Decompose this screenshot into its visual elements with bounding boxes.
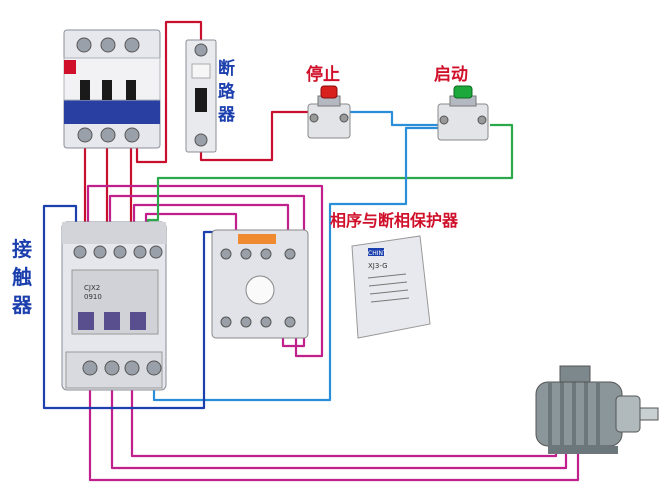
- start-button: [437, 85, 489, 141]
- label-breaker-3: 器: [217, 105, 236, 125]
- main-circuit-breaker: [63, 29, 161, 149]
- wire-breaker-feed: [135, 20, 203, 164]
- wire-start-to-protector: [152, 126, 438, 402]
- relay-socket: [211, 229, 309, 339]
- wire-coil-return: [42, 204, 222, 410]
- wires: [42, 20, 580, 482]
- label-stop: 停止: [306, 64, 340, 85]
- wire-start-hold: [146, 123, 514, 242]
- wire-breaker-to-stop: [199, 110, 310, 162]
- wire-motor-v: [110, 380, 568, 470]
- contactor-model: CJX2: [84, 284, 100, 292]
- phase-protector: CHINT XJ3-G: [351, 235, 431, 339]
- label-protector: 相序与断相保护器: [330, 211, 459, 230]
- label-breaker-1: 断: [218, 58, 235, 79]
- wire-protector-a: [86, 184, 324, 358]
- contactor: CJX2 0910: [61, 221, 167, 391]
- label-contactor-2: 触: [12, 265, 32, 289]
- protector-model: XJ3-G: [368, 262, 388, 270]
- contactor-sub: 0910: [84, 293, 102, 301]
- label-contactor-1: 接: [12, 237, 32, 261]
- label-start: 启动: [434, 64, 468, 85]
- control-breaker: [185, 39, 217, 153]
- stop-button: [307, 85, 351, 139]
- protector-brand: CHINT: [368, 250, 387, 257]
- label-contactor-3: 器: [11, 293, 33, 317]
- label-breaker-2: 路: [218, 81, 236, 102]
- motor: [535, 365, 659, 454]
- wire-motor-w: [130, 380, 558, 458]
- wire-motor-u: [88, 380, 580, 482]
- wire-stop-to-start: [348, 110, 438, 127]
